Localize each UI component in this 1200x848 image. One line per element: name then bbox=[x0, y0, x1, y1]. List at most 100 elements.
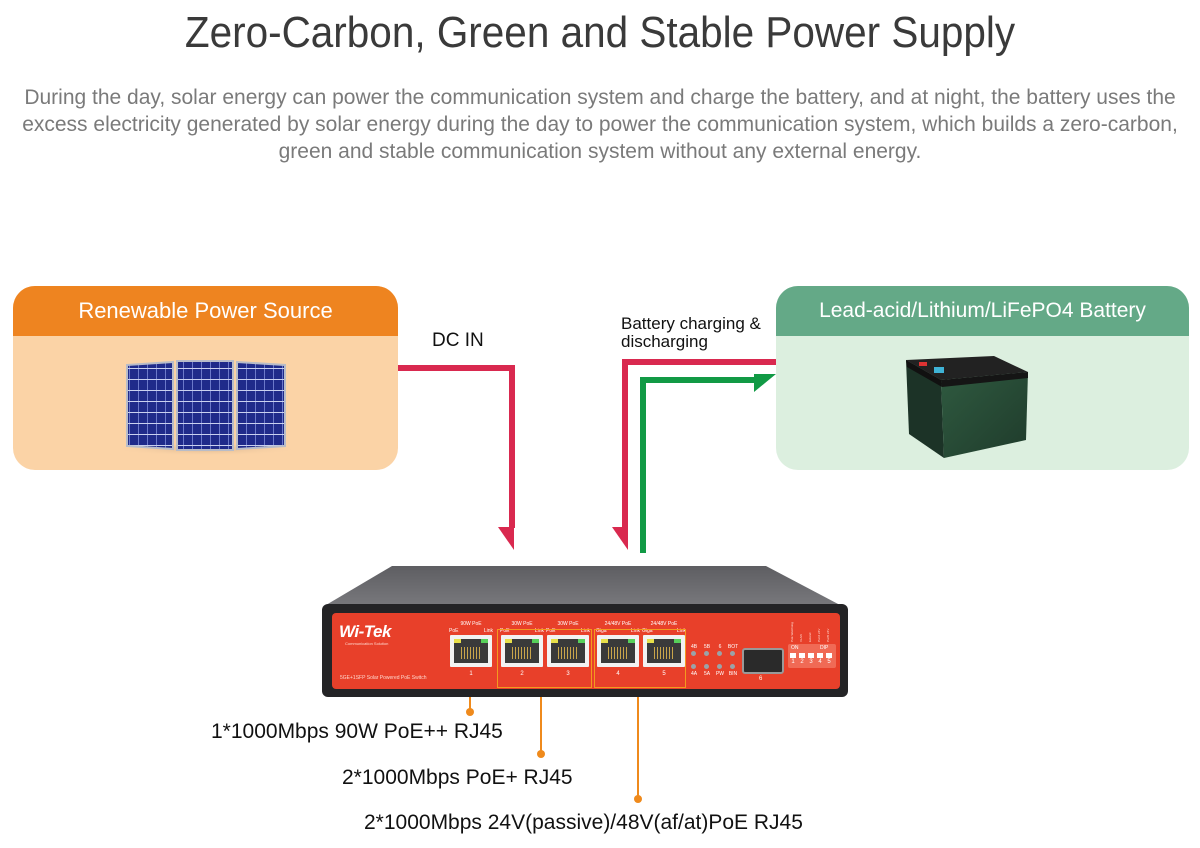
dip-switch-number: 4 bbox=[818, 659, 822, 665]
port-power-label: 24/48V PoE bbox=[604, 621, 632, 627]
led-label-5b: 5B bbox=[703, 644, 711, 650]
led-label-pw: PW bbox=[715, 671, 725, 677]
dip-label: DIP bbox=[820, 645, 829, 651]
page-description: During the day, solar energy can power t… bbox=[22, 86, 1178, 163]
rj45-port-2[interactable]: 30W PoE PoE Link 2 bbox=[500, 621, 544, 683]
battery-flow-label-line1: Battery charging & bbox=[621, 314, 761, 333]
sfp-port[interactable] bbox=[742, 648, 784, 674]
dip-switch-number: 2 bbox=[800, 659, 804, 665]
port-power-label: 30W PoE bbox=[511, 621, 533, 627]
led-label-bin: BIN bbox=[728, 671, 738, 677]
poe-led bbox=[505, 639, 512, 643]
dip-function-label: Port4 24V bbox=[817, 628, 821, 642]
link-led bbox=[674, 639, 681, 643]
dip-switch-3[interactable] bbox=[808, 653, 814, 658]
brand-logo: Wi-Tek bbox=[339, 622, 391, 641]
solar-panel-icon bbox=[111, 360, 301, 456]
battery-flow-label: Battery charging & discharging bbox=[621, 315, 761, 351]
port-left-label: PoE bbox=[546, 628, 556, 634]
poe-led bbox=[601, 639, 608, 643]
battery-discharge-arrow bbox=[612, 359, 776, 550]
port-right-label: Link bbox=[483, 628, 493, 634]
port-right-label: Link bbox=[534, 628, 544, 634]
status-led-5b bbox=[704, 651, 709, 656]
port-right-label: Link bbox=[630, 628, 640, 634]
status-led-bin bbox=[730, 664, 735, 669]
dip-function-label: Port5 24V bbox=[826, 628, 830, 642]
status-led-4a bbox=[691, 664, 696, 669]
led-label-4a: 4A bbox=[690, 671, 698, 677]
led-label-5a: 5A bbox=[703, 671, 711, 677]
dip-switch-2[interactable] bbox=[799, 653, 805, 658]
dc-in-arrow bbox=[398, 365, 515, 550]
feature-ports-2-3: 2*1000Mbps PoE+ RJ45 bbox=[342, 766, 573, 789]
renewable-source-title: Renewable Power Source bbox=[13, 286, 398, 336]
port-number: 3 bbox=[566, 671, 570, 677]
dip-switch-1[interactable] bbox=[790, 653, 796, 658]
port-number: 1 bbox=[469, 671, 473, 677]
link-led bbox=[481, 639, 488, 643]
dc-in-label: DC IN bbox=[432, 330, 484, 351]
port-jack bbox=[597, 635, 639, 667]
port-jack bbox=[501, 635, 543, 667]
port-right-label: Link bbox=[676, 628, 686, 634]
status-led-bot bbox=[730, 651, 735, 656]
led-label-4b: 4B bbox=[690, 644, 698, 650]
battery-icon bbox=[906, 356, 1028, 458]
sfp-port-number: 6 bbox=[759, 676, 763, 682]
port-jack bbox=[643, 635, 685, 667]
status-led-6 bbox=[717, 651, 722, 656]
port-power-label: 90W PoE bbox=[460, 621, 482, 627]
dip-switch-5[interactable] bbox=[826, 653, 832, 658]
status-led-pw bbox=[717, 664, 722, 669]
battery-box: Lead-acid/Lithium/LiFePO4 Battery bbox=[776, 286, 1189, 470]
model-text: 5GE+1SFP Solar Powered PoE Switch bbox=[340, 675, 427, 681]
status-led-5a bbox=[704, 664, 709, 669]
rj45-port-3[interactable]: 30W PoE PoE Link 3 bbox=[546, 621, 590, 683]
port-left-label: Giga bbox=[596, 628, 607, 634]
dip-function-label: VLAN bbox=[799, 634, 803, 642]
feature-port1: 1*1000Mbps 90W PoE++ RJ45 bbox=[211, 720, 503, 743]
led-label-bot: BOT bbox=[727, 644, 739, 650]
battery-charge-arrow bbox=[640, 374, 776, 553]
feature-ports-4-5: 2*1000Mbps 24V(passive)/48V(af/at)PoE RJ… bbox=[364, 811, 803, 834]
poe-led bbox=[551, 639, 558, 643]
page-title: Zero-Carbon, Green and Stable Power Supp… bbox=[184, 8, 1016, 57]
link-led bbox=[628, 639, 635, 643]
port-right-label: Link bbox=[580, 628, 590, 634]
dip-switch-4[interactable] bbox=[817, 653, 823, 658]
port-number: 2 bbox=[520, 671, 524, 677]
brand-tagline: Communication Solution bbox=[345, 641, 389, 646]
poe-led bbox=[454, 639, 461, 643]
port-jack bbox=[547, 635, 589, 667]
poe-led bbox=[647, 639, 654, 643]
dip-switch-number: 5 bbox=[827, 659, 831, 665]
dip-function-label: PoE Watchdog bbox=[790, 622, 794, 642]
dip-switch-number: 3 bbox=[809, 659, 813, 665]
port-group-2-3-outline bbox=[497, 629, 592, 688]
port-jack bbox=[450, 635, 492, 667]
callout-ports-2-3 bbox=[537, 687, 545, 758]
port-number: 5 bbox=[662, 671, 666, 677]
battery-flow-label-line2: discharging bbox=[621, 332, 708, 351]
rj45-port-1[interactable]: 90W PoE PoE Link 1 bbox=[449, 621, 493, 683]
rj45-port-5[interactable]: 24/48V PoE Giga Link 5 bbox=[642, 621, 686, 683]
dip-switch-number: 1 bbox=[791, 659, 795, 665]
status-led-4b bbox=[691, 651, 696, 656]
dip-function-label: Extend bbox=[808, 632, 812, 642]
callout-ports-4-5 bbox=[634, 687, 642, 803]
port-number: 4 bbox=[616, 671, 620, 677]
port-left-label: PoE bbox=[449, 628, 459, 634]
port-power-label: 24/48V PoE bbox=[650, 621, 678, 627]
port-left-label: Giga bbox=[642, 628, 653, 634]
port-left-label: PoE bbox=[500, 628, 510, 634]
led-label-6: 6 bbox=[718, 644, 722, 650]
link-led bbox=[578, 639, 585, 643]
poe-switch: Wi-Tek Communication Solution 5GE+1SFP S… bbox=[322, 564, 848, 697]
link-led bbox=[532, 639, 539, 643]
dip-on-label: ON bbox=[791, 645, 799, 651]
rj45-port-4[interactable]: 24/48V PoE Giga Link 4 bbox=[596, 621, 640, 683]
battery-title: Lead-acid/Lithium/LiFePO4 Battery bbox=[776, 286, 1189, 336]
port-power-label: 30W PoE bbox=[557, 621, 579, 627]
